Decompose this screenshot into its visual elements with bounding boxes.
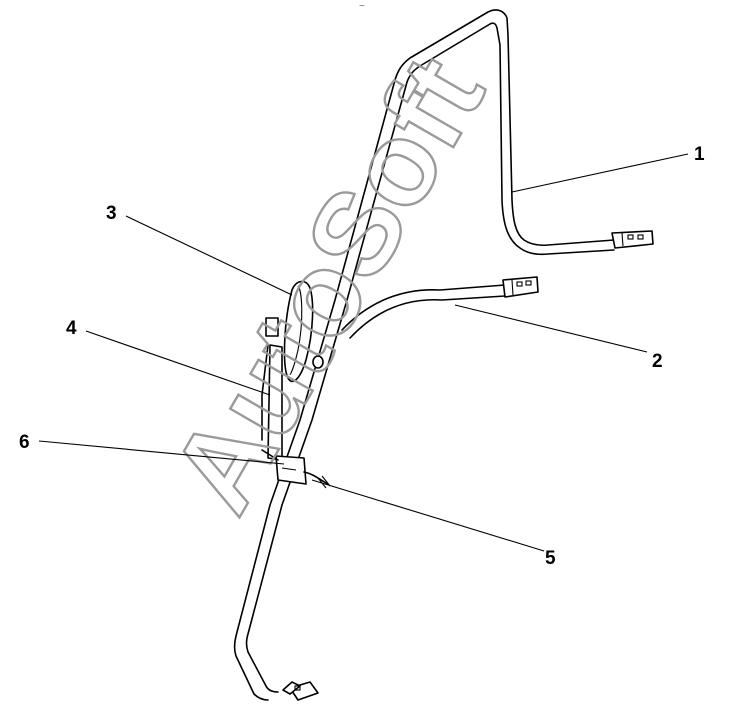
frame-tube xyxy=(233,9,654,701)
callout-3: 3 xyxy=(106,203,117,224)
leader-5 xyxy=(311,479,545,552)
mirror xyxy=(283,280,324,383)
lower-tube xyxy=(341,276,539,339)
callout-5: 5 xyxy=(545,548,556,569)
top-mark: ~ xyxy=(359,1,365,12)
leader-3 xyxy=(125,215,293,296)
callout-6: 6 xyxy=(19,432,30,453)
callout-4: 4 xyxy=(66,318,77,339)
callout-labels: 1 2 3 4 5 6 xyxy=(19,144,705,569)
callout-1: 1 xyxy=(694,144,705,165)
leader-1 xyxy=(511,153,689,193)
callout-2: 2 xyxy=(652,351,663,372)
watermark-text: AutoSoft xyxy=(146,36,509,533)
clamp-assembly xyxy=(261,449,331,489)
leader-4 xyxy=(85,330,271,396)
watermark: AutoSoft xyxy=(145,34,511,534)
leader-2 xyxy=(454,304,648,353)
leader-6 xyxy=(38,440,285,465)
leader-lines xyxy=(38,153,689,552)
